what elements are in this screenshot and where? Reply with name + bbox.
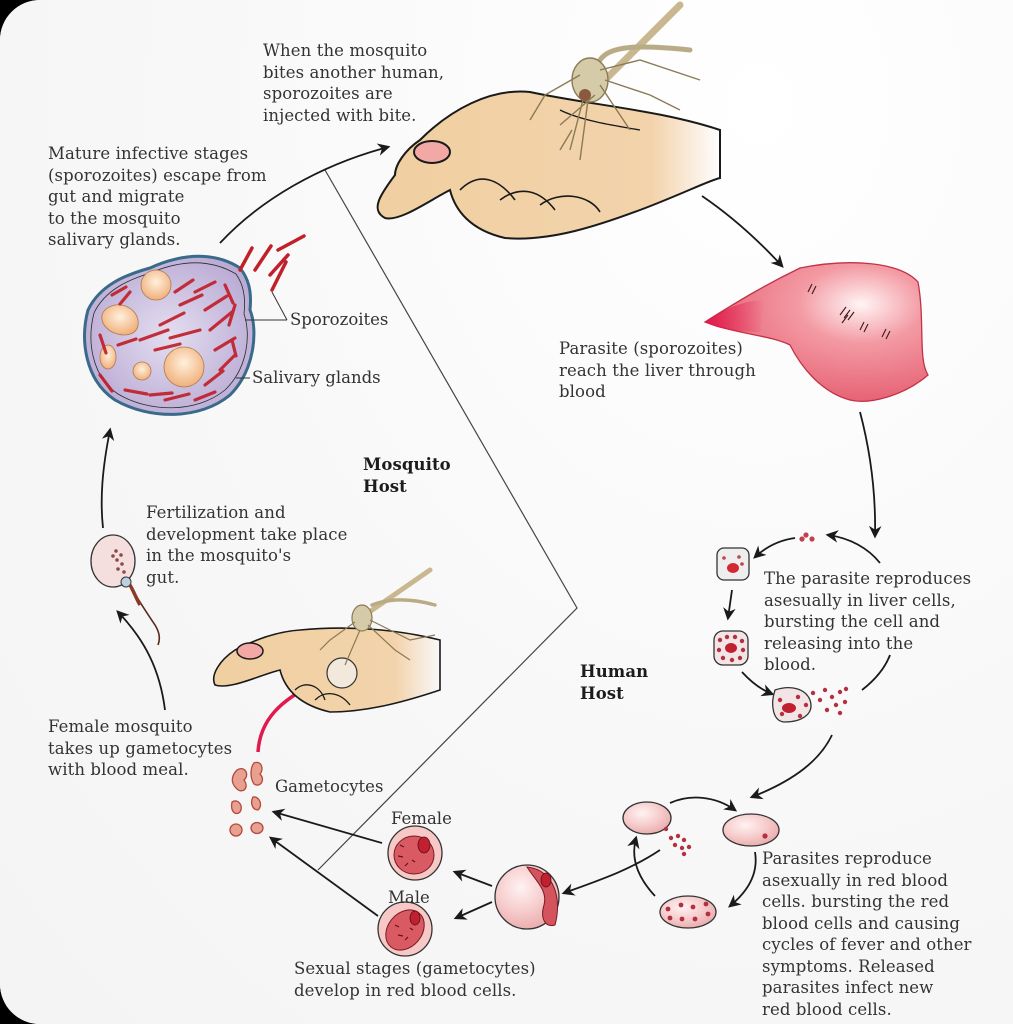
escaping-sporozoites [238,234,306,292]
salivary-gland-illustration [83,234,306,416]
label-salivary-glands: Salivary glands [252,368,381,387]
male-gametocyte [377,901,433,957]
step-mature-text: Mature infective stages (sporozoites) es… [48,144,267,249]
hand-middle-illustration [213,627,441,713]
mosquito-top-illustration [529,1,701,161]
liver-cell-cycle [713,530,891,723]
step-bite-text: When the mosquito bites another human, s… [263,41,445,125]
step-sexual-stages-text: Sexual stages (gametocytes) develop in r… [294,959,536,1000]
arrow-liver-to-cells [859,411,882,539]
oocyst-illustration [90,534,161,646]
host-divider-line [317,169,578,871]
arrow-bite-to-liver [701,195,784,268]
region-mosquito-host: Mosquito Host [363,455,451,496]
mosquito-middle-illustration [319,567,437,666]
arrow-glands-to-bite [219,143,391,244]
label-sporozoites: Sporozoites [290,310,389,329]
liver-illustration [703,262,929,402]
female-gametocyte [387,825,443,881]
step-liver-cells-text: The parasite reproduces asesually in liv… [764,569,972,674]
step-liver-text: Parasite (sporozoites) reach the liver t… [559,339,756,401]
arrow-liver-cells-to-rbc [749,734,833,800]
gametocyte-rbc [494,864,560,930]
arrow-rbc-to-gametocyte-rbc [561,849,661,896]
arrow-zygote-to-glands [100,427,115,529]
gametocytes-cluster [229,761,264,837]
label-female: Female [391,809,452,828]
step-fertilization-text: Fertilization and development take place… [146,503,348,587]
label-male: Male [388,888,430,907]
region-human-host: Human Host [580,662,649,703]
leader-sporozoites [245,291,288,321]
rbc-cycle [561,796,780,929]
label-gametocytes: Gametocytes [275,777,384,796]
hand-top-illustration [376,90,721,240]
arrow-uptake-to-zygote [116,610,166,711]
step-rbc-text: Parasites reproduce asexually in red blo… [762,849,972,1019]
step-uptake-text: Female mosquito takes up gametocytes wit… [48,717,233,779]
